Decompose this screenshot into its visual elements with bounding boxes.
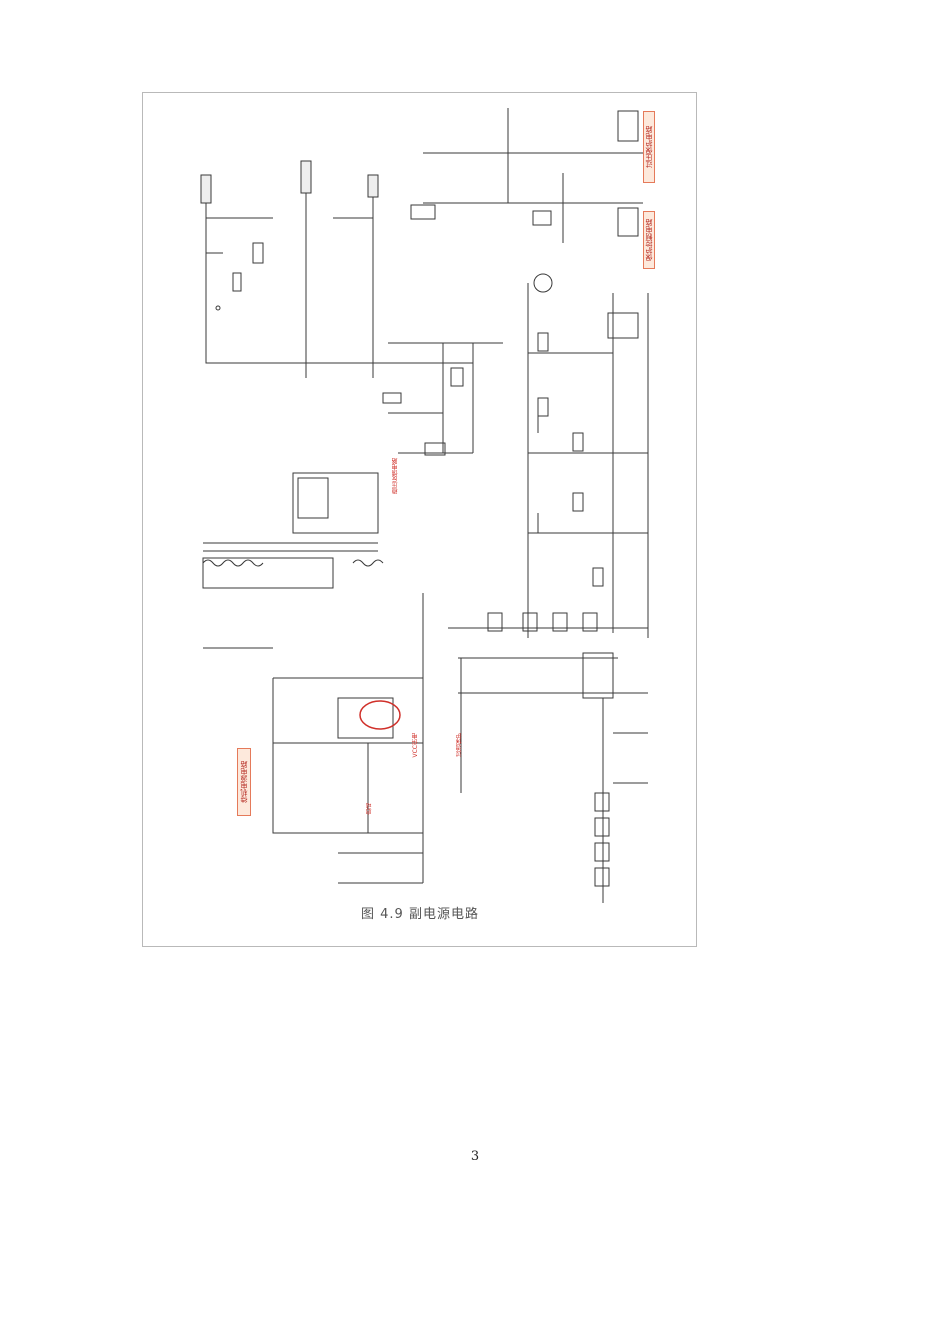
note-startup: 启动 — [366, 803, 373, 815]
schematic-figure: 过压保护电路 保护控制电路 待机电源电路 稳压反馈电路 启动 过流保护 VCC供… — [142, 92, 697, 947]
tag-protect-enable: 保护控制电路 — [643, 211, 655, 269]
note-overcurrent: 过流保护 — [456, 733, 463, 757]
figure-caption: 图 4.9 副电源电路 — [361, 907, 479, 922]
tag-overvoltage: 过压保护电路 — [643, 111, 655, 183]
note-feedback: 稳压反馈电路 — [392, 458, 399, 494]
note-vcc: VCC供电 — [412, 733, 419, 758]
tag-standby-circuit: 待机电源电路 — [237, 748, 251, 816]
page-number: 3 — [470, 1149, 480, 1164]
circuit-diagram — [200, 108, 649, 903]
